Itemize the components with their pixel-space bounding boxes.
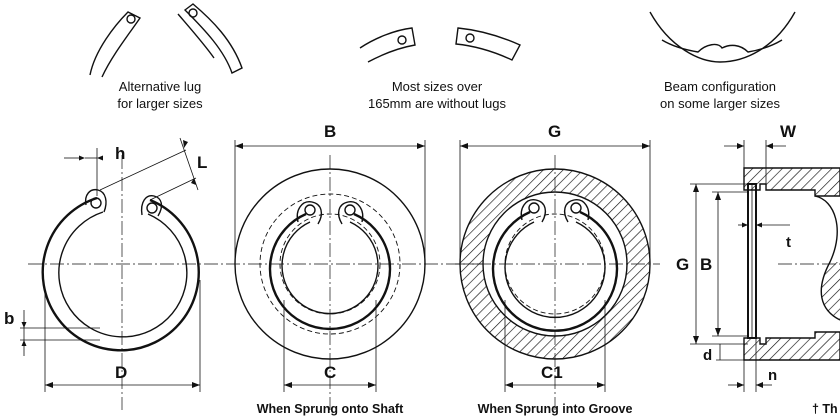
caption-no-lugs-2: 165mm are without lugs xyxy=(368,96,507,111)
dim-label-b: b xyxy=(4,309,14,328)
caption-alt-lug-2: for larger sizes xyxy=(117,96,203,111)
no-lug-sketch xyxy=(359,27,521,63)
dim-label-D: D xyxy=(115,363,127,382)
dim-label-G: G xyxy=(548,122,561,141)
caption-cut-note: † Th xyxy=(812,402,838,416)
dim-label-B-side: B xyxy=(700,255,712,274)
beam-configuration-sketch xyxy=(649,11,796,63)
dim-label-n: n xyxy=(768,367,777,384)
dim-label-C1: C1 xyxy=(541,363,563,382)
sprung-onto-shaft-view xyxy=(234,140,426,410)
caption-no-lugs-1: Most sizes over xyxy=(392,79,483,94)
dim-label-W: W xyxy=(780,122,797,141)
caption-shaft: When Sprung onto Shaft xyxy=(257,402,404,416)
dim-label-d: d xyxy=(703,347,712,364)
dim-label-L: L xyxy=(197,153,207,172)
dim-label-t: t xyxy=(786,234,791,251)
dim-label-h: h xyxy=(115,144,125,163)
caption-groove: When Sprung into Groove xyxy=(478,402,633,416)
dim-label-B: B xyxy=(324,122,336,141)
dim-label-C: C xyxy=(324,363,336,382)
caption-beam-1: Beam configuration xyxy=(664,79,776,94)
side-section-view xyxy=(690,140,840,392)
dim-label-G-side: G xyxy=(676,255,689,274)
caption-beam-2: on some larger sizes xyxy=(660,96,780,111)
free-circlip-view xyxy=(20,137,201,410)
alternative-lug-sketch xyxy=(89,3,243,78)
caption-alt-lug-1: Alternative lug xyxy=(119,79,201,94)
sprung-into-groove-view xyxy=(455,140,660,410)
